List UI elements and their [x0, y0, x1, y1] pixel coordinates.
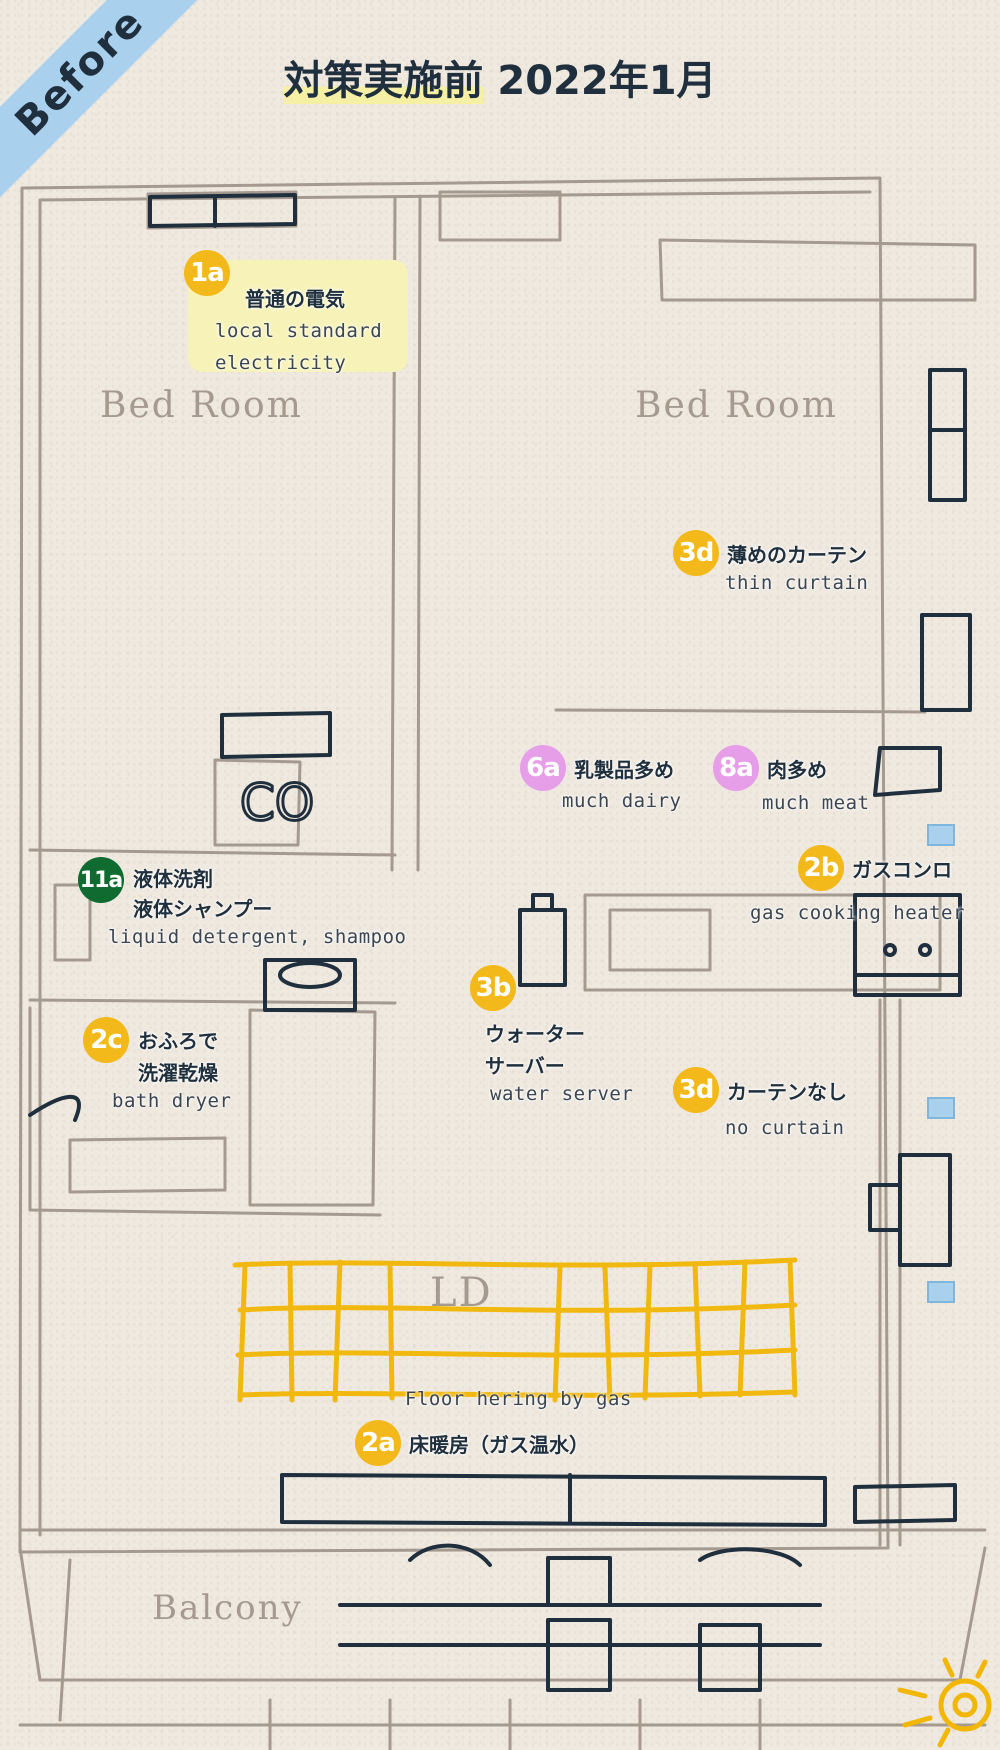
balcony-rack	[338, 1556, 822, 1692]
label-1a: 1a	[184, 250, 230, 296]
window-frame-left	[148, 193, 297, 228]
title-main: 対策実施前	[283, 58, 484, 104]
page-title: 対策実施前 2022年1月	[0, 48, 1000, 106]
tv-icon	[868, 1153, 952, 1267]
gas-stove-icon	[853, 893, 962, 997]
label-8a-jp: 肉多め	[767, 757, 827, 782]
label-2b: 2b ガスコンロ	[798, 845, 952, 891]
room-label-bedroom-left: Bed Room	[100, 385, 303, 426]
room-label-bedroom-right: Bed Room	[635, 385, 838, 426]
badge-2c: 2c	[83, 1017, 129, 1063]
badge-3d-thin: 3d	[673, 530, 719, 576]
label-2c: 2c	[83, 1017, 129, 1063]
label-8a-en: much meat	[762, 792, 870, 814]
badge-3d-none: 3d	[673, 1067, 719, 1113]
label-6a-en: much dairy	[562, 790, 682, 812]
water-server-icon	[518, 893, 567, 987]
badge-3b: 3b	[470, 965, 516, 1011]
label-11a-en: liquid detergent, shampoo	[108, 926, 407, 948]
label-3d-none-jp: カーテンなし	[727, 1079, 847, 1104]
label-8a: 8a 肉多め	[713, 745, 827, 791]
bookshelf-right	[928, 368, 967, 502]
toilet-icon	[263, 958, 357, 1012]
label-1a-jp: 普通の電気	[245, 287, 345, 311]
label-2c-en: bath dryer	[112, 1090, 232, 1112]
label-2a-jp: 床暖房（ガス温水）	[409, 1432, 589, 1457]
label-6a-jp: 乳製品多め	[574, 757, 674, 782]
sun-icon	[897, 1657, 992, 1748]
room-label-balcony: Balcony	[152, 1588, 303, 1628]
label-2a-en: Floor hering by gas	[405, 1388, 632, 1410]
label-6a: 6a 乳製品多め	[520, 745, 674, 791]
badge-2a: 2a	[355, 1420, 401, 1466]
badge-2b: 2b	[798, 845, 844, 891]
label-3b-jp: ウォーター サーバー	[485, 1022, 585, 1078]
label-3b: 3b	[470, 965, 516, 1011]
label-3d-thin-en: thin curtain	[725, 572, 869, 594]
label-3d-thin-curtain: 3d 薄めのカーテン	[673, 530, 867, 576]
floor-heating-grid	[232, 1257, 798, 1403]
floor-sofa	[280, 1473, 827, 1527]
label-2b-en: gas cooking heater	[750, 902, 965, 924]
cabinet-right	[920, 613, 972, 712]
label-1a-en: local standard electricity	[215, 320, 383, 374]
balcony-wall	[18, 1528, 987, 1682]
cushion-icon	[853, 1483, 957, 1524]
outer-wall	[18, 176, 890, 1554]
label-2a: 2a 床暖房（ガス温水）	[355, 1420, 589, 1466]
desk-left	[220, 711, 332, 759]
room-label-living: LD	[430, 1270, 493, 1316]
label-11a-jp: 液体洗剤 液体シャンプー	[133, 867, 273, 921]
label-3d-no-curtain: 3d カーテンなし	[673, 1067, 847, 1113]
badge-8a: 8a	[713, 745, 759, 791]
label-11a: 11a	[78, 857, 124, 903]
label-2c-jp: おふろで 洗濯乾燥	[138, 1029, 218, 1085]
label-3b-en: water server	[490, 1083, 634, 1105]
label-3d-none-en: no curtain	[725, 1117, 845, 1139]
badge-1a: 1a	[184, 250, 230, 296]
shower-hose-icon	[28, 1094, 81, 1122]
label-3d-thin-jp: 薄めのカーテン	[727, 542, 867, 567]
svg-text:CO: CO	[240, 774, 314, 832]
title-date: 2022年1月	[497, 58, 717, 104]
range-hood	[873, 746, 942, 797]
label-2b-jp: ガスコンロ	[852, 857, 952, 882]
badge-11a: 11a	[78, 857, 124, 903]
badge-6a: 6a	[520, 745, 566, 791]
